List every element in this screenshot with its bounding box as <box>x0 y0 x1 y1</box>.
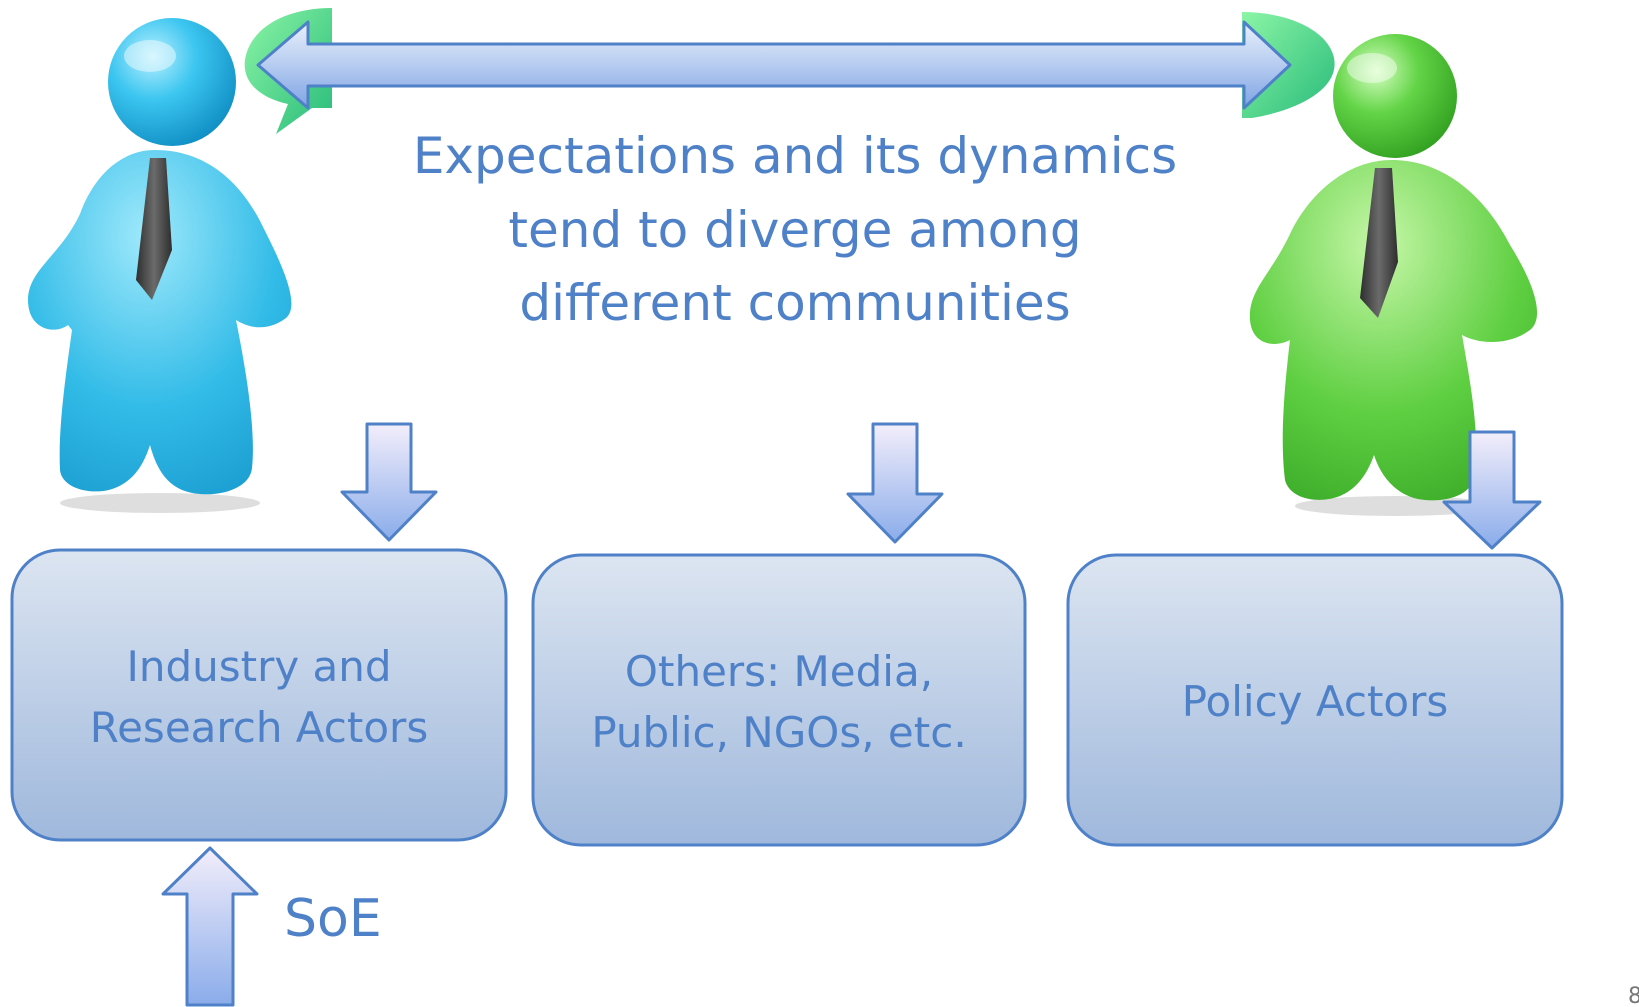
box-industry-line-2: Research Actors <box>90 703 428 752</box>
box-policy: Policy Actors <box>1066 553 1564 847</box>
soe-label: SoE <box>284 889 382 949</box>
box-policy-line-1: Policy Actors <box>1182 677 1449 726</box>
double-arrow-icon <box>256 20 1292 110</box>
up-arrow-soe-icon <box>161 846 259 1007</box>
headline: Expectations and its dynamics tend to di… <box>413 127 1177 332</box>
page-number: 8 <box>1628 984 1639 1007</box>
down-arrow-others-icon <box>846 422 944 544</box>
headline-line-3: different communities <box>519 274 1070 332</box>
box-others-line-2: Public, NGOs, etc. <box>591 708 966 757</box>
person-left-icon <box>28 18 292 513</box>
down-arrow-policy-icon <box>1442 430 1542 550</box>
headline-line-2: tend to diverge among <box>508 201 1081 259</box>
person-right-icon <box>1249 34 1538 516</box>
box-industry-research: Industry and Research Actors <box>10 548 508 842</box>
box-others: Others: Media, Public, NGOs, etc. <box>531 553 1027 847</box>
down-arrow-industry-icon <box>340 422 438 542</box>
box-others-line-1: Others: Media, <box>625 647 933 696</box>
box-industry-line-1: Industry and <box>126 642 391 691</box>
headline-line-1: Expectations and its dynamics <box>413 127 1177 185</box>
